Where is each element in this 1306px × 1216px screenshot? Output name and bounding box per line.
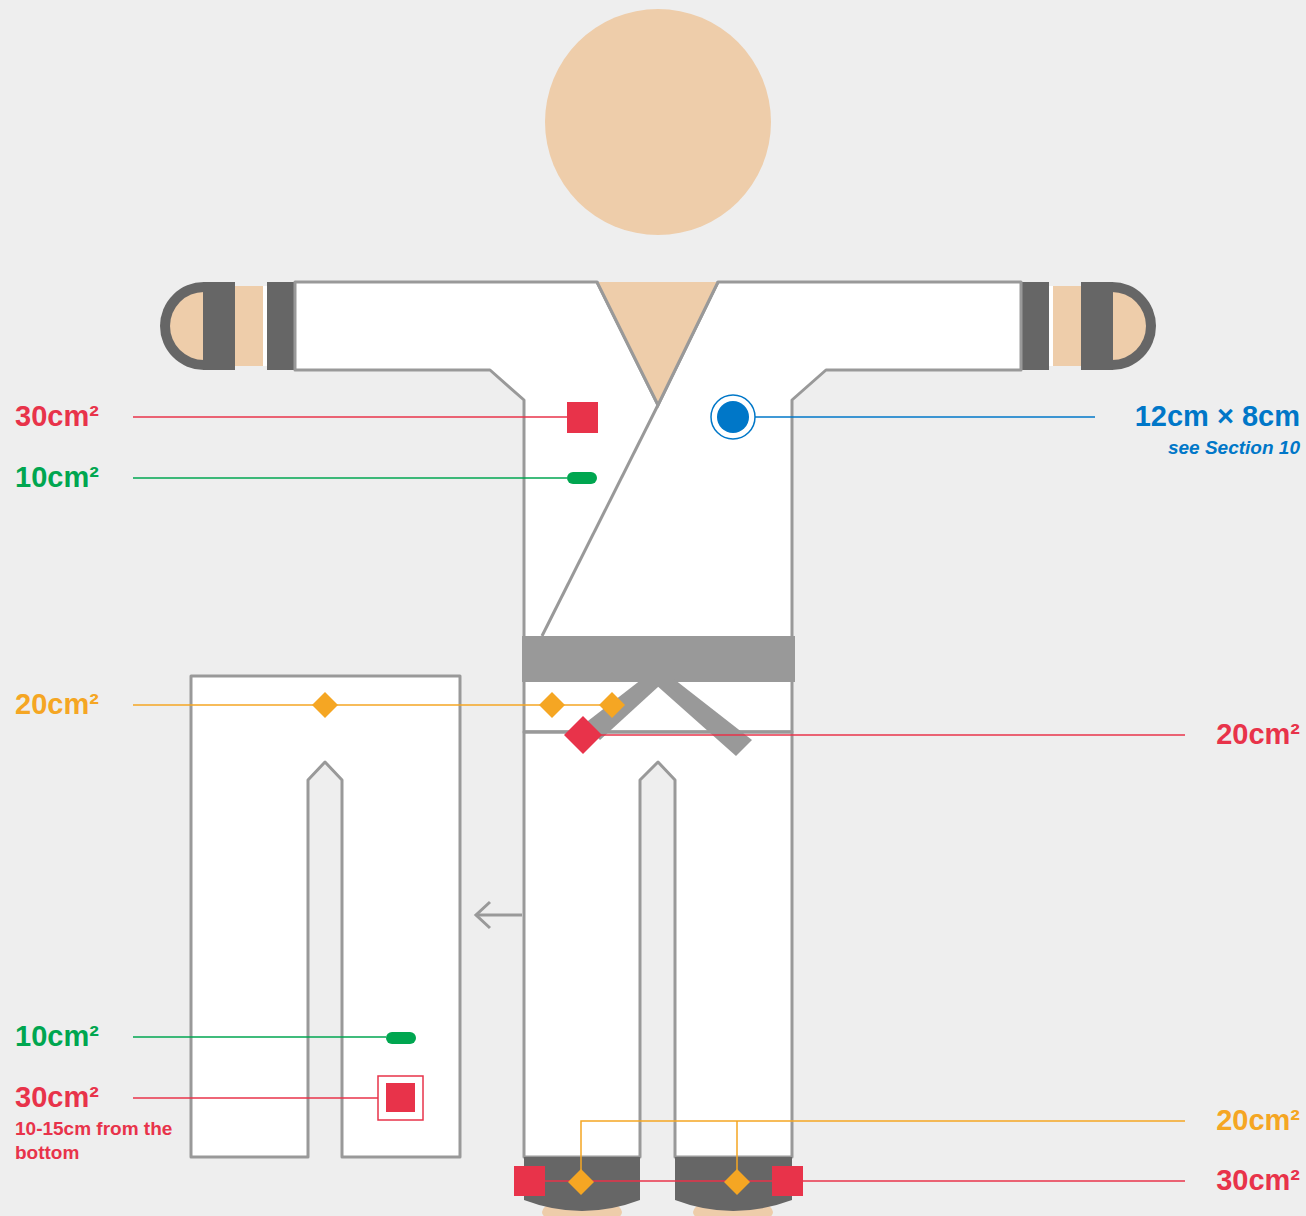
size-callout: 20cm² [1216,1105,1300,1137]
belt-end [646,676,752,756]
patch-marker [567,402,598,433]
size-callout: 30cm² [1216,1165,1300,1197]
neck [597,282,718,405]
size-callout: 30cm² [15,401,99,433]
belt [522,636,795,682]
size-callout: 10cm² [15,1021,99,1053]
patch-marker [772,1166,803,1196]
patch-marker [717,401,749,433]
patch-marker [514,1166,545,1196]
right-sleeve-cuff [1021,282,1156,370]
lapel-line [542,405,658,636]
patch-marker [564,716,602,754]
trousers-back-view [191,676,460,1157]
patch-marker-frame [378,1076,423,1120]
head [545,9,771,235]
patch-marker [386,1032,416,1044]
size-callout: 10cm² [15,462,99,494]
patch-markers [568,1169,750,1195]
view-arrow [476,902,522,928]
left-sleeve-cuff [160,282,295,370]
placement-note: 10-15cm from the bottom [15,1117,180,1165]
trousers [524,732,792,1157]
size-callout: 20cm² [15,689,99,721]
size-callout: 30cm² [15,1082,99,1114]
patch-marker-ring [711,395,755,439]
collar-line [597,282,718,405]
patch-marker [567,472,597,484]
patch-markers [312,692,625,718]
size-callout: 20cm² [1216,719,1300,751]
leader-lines [133,417,1185,1181]
reference-note: see Section 10 [1168,438,1300,459]
jacket [295,282,1021,732]
patch-marker [386,1083,415,1112]
size-callout: 12cm × 8cm [1135,401,1300,433]
jacket-hem [524,731,792,734]
